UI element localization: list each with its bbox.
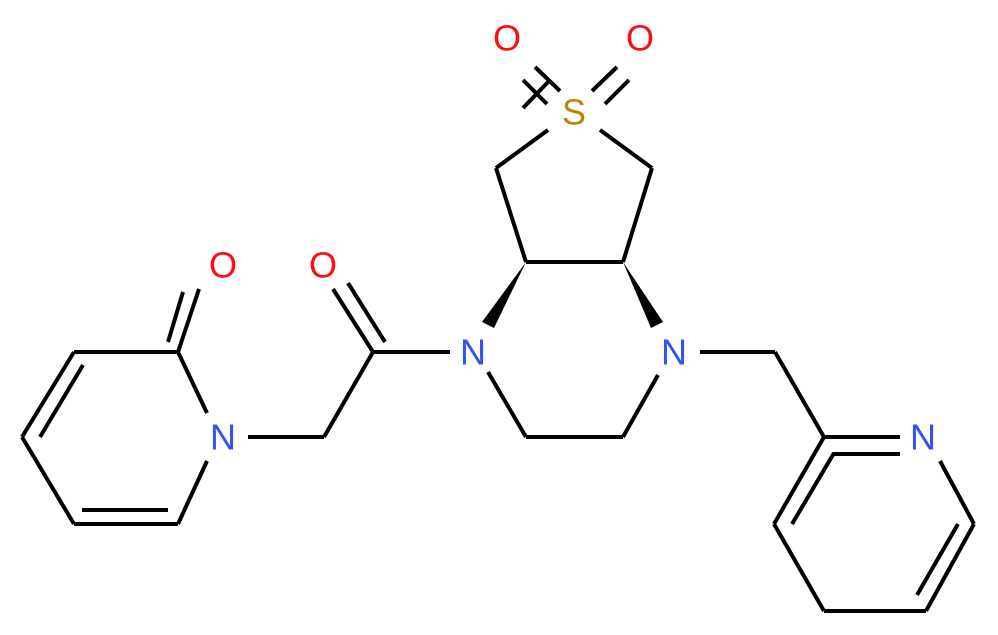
wedge-bond-left <box>482 262 526 328</box>
sulfur-atom: S <box>562 92 586 133</box>
piperazine-ring <box>482 262 663 439</box>
pyridone-ring <box>20 288 209 526</box>
thiolane-ring <box>494 167 654 264</box>
pyridone-nitrogen: N <box>210 417 236 458</box>
pyridine-nitrogen: N <box>910 417 936 458</box>
amide-linker <box>248 281 450 439</box>
sulfone-oxygen-left: O <box>493 18 521 59</box>
amide-oxygen: O <box>309 245 337 286</box>
ring-nitrogen-right: N <box>661 332 687 373</box>
sulfone-group <box>494 65 654 170</box>
amide-nitrogen: N <box>460 332 486 373</box>
pyridone-oxygen: O <box>209 245 237 286</box>
wedge-bond-right <box>623 262 663 328</box>
sulfone-oxygen-right: O <box>626 18 654 59</box>
pyridylmethyl-group <box>700 350 976 613</box>
